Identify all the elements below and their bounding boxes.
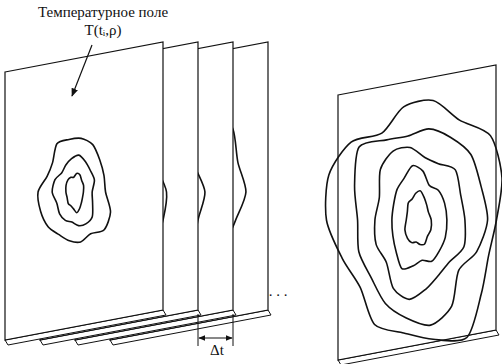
frame-plane — [326, 65, 502, 364]
extension-line — [198, 314, 199, 346]
dimension-arrow — [199, 338, 232, 339]
frame-face — [338, 65, 496, 360]
ellipsis-mark: . . . — [258, 282, 298, 300]
temperature-frames — [5, 42, 502, 364]
isotherm-contour — [405, 191, 432, 245]
isotherm-contour — [38, 138, 111, 242]
field-label: Температурное поле T(tᵢ,ρ) — [34, 3, 172, 39]
frame-plane — [5, 42, 166, 345]
isotherm-contour — [355, 129, 488, 325]
extension-line — [233, 314, 234, 346]
isotherm-contour — [52, 155, 94, 226]
frame-face — [5, 42, 163, 340]
isotherm-contour — [375, 147, 466, 299]
leader-arrow — [72, 45, 92, 96]
isotherm-contour — [326, 100, 502, 341]
dimension-lines — [72, 45, 233, 346]
dimension-label: Δt — [204, 341, 230, 359]
isotherm-contour — [392, 166, 447, 270]
isotherm-contour — [66, 173, 84, 212]
